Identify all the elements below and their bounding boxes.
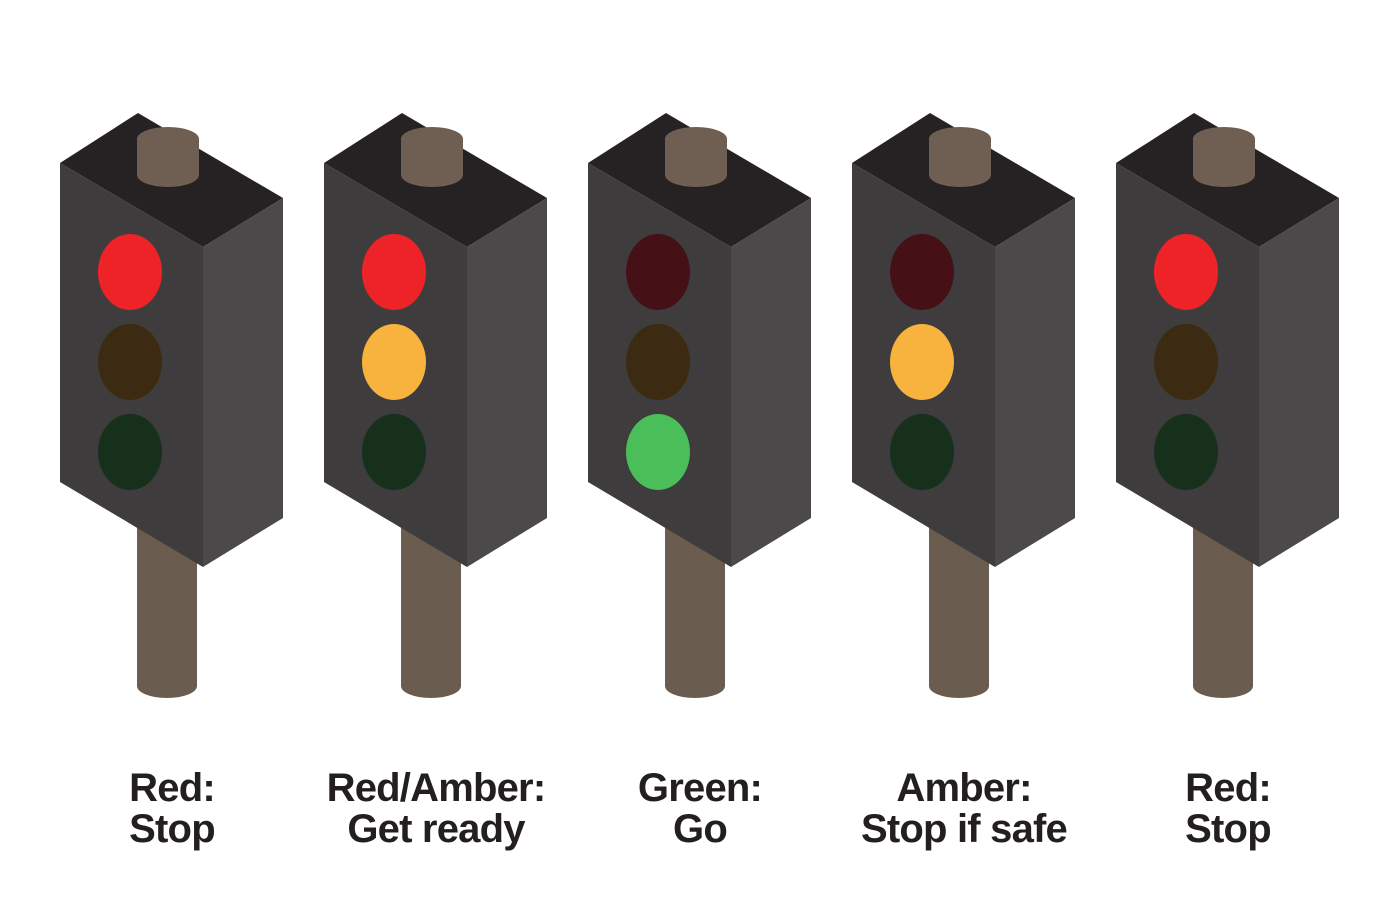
- housing-side-face: [203, 198, 283, 567]
- caption-line-2: Go: [673, 807, 728, 851]
- amber-lamp: [98, 324, 162, 400]
- traffic-light-group-green-go: Green: Go: [568, 0, 832, 900]
- red-lamp: [626, 234, 690, 310]
- traffic-light-group-amber: Amber: Stop if safe: [832, 0, 1096, 900]
- mounting-knob: [401, 127, 463, 187]
- mounting-knob: [665, 127, 727, 187]
- caption-red-stop: Red: Stop: [40, 768, 304, 850]
- traffic-light-illustration: [60, 113, 283, 698]
- red-lamp: [98, 234, 162, 310]
- caption-line-1: Green:: [637, 766, 763, 810]
- amber-lamp: [362, 324, 426, 400]
- caption-green-go: Green: Go: [568, 768, 832, 850]
- red-lamp: [362, 234, 426, 310]
- mounting-knob: [137, 127, 199, 187]
- housing-side-face: [1259, 198, 1339, 567]
- red-lamp: [890, 234, 954, 310]
- housing-side-face: [731, 198, 811, 567]
- traffic-light-group-red-stop-2: Red: Stop: [1096, 0, 1360, 900]
- housing-side-face: [995, 198, 1075, 567]
- green-lamp: [890, 414, 954, 490]
- traffic-light-group-red-stop: Red: Stop: [40, 0, 304, 900]
- caption-line-2: Stop: [1185, 807, 1271, 851]
- caption-amber: Amber: Stop if safe: [832, 768, 1096, 850]
- mounting-knob: [1193, 127, 1255, 187]
- amber-lamp: [890, 324, 954, 400]
- caption-line-2: Get ready: [347, 807, 525, 851]
- caption-red-amber: Red/Amber: Get ready: [304, 768, 568, 850]
- amber-lamp: [1154, 324, 1218, 400]
- green-lamp: [1154, 414, 1218, 490]
- red-lamp: [1154, 234, 1218, 310]
- green-lamp: [362, 414, 426, 490]
- mounting-knob: [929, 127, 991, 187]
- traffic-light-illustration: [1116, 113, 1339, 698]
- caption-line-1: Red:: [129, 766, 215, 810]
- caption-line-1: Red:: [1185, 766, 1271, 810]
- green-lamp: [98, 414, 162, 490]
- traffic-light-illustration: [852, 113, 1075, 698]
- housing-side-face: [467, 198, 547, 567]
- caption-line-1: Amber:: [896, 766, 1032, 810]
- traffic-light-group-red-amber: Red/Amber: Get ready: [304, 0, 568, 900]
- caption-red-stop-2: Red: Stop: [1096, 768, 1360, 850]
- green-lamp: [626, 414, 690, 490]
- caption-line-1: Red/Amber:: [326, 766, 547, 810]
- amber-lamp: [626, 324, 690, 400]
- traffic-light-illustration: [324, 113, 547, 698]
- traffic-light-illustration: [588, 113, 811, 698]
- caption-line-2: Stop: [129, 807, 215, 851]
- caption-line-2: Stop if safe: [861, 807, 1068, 851]
